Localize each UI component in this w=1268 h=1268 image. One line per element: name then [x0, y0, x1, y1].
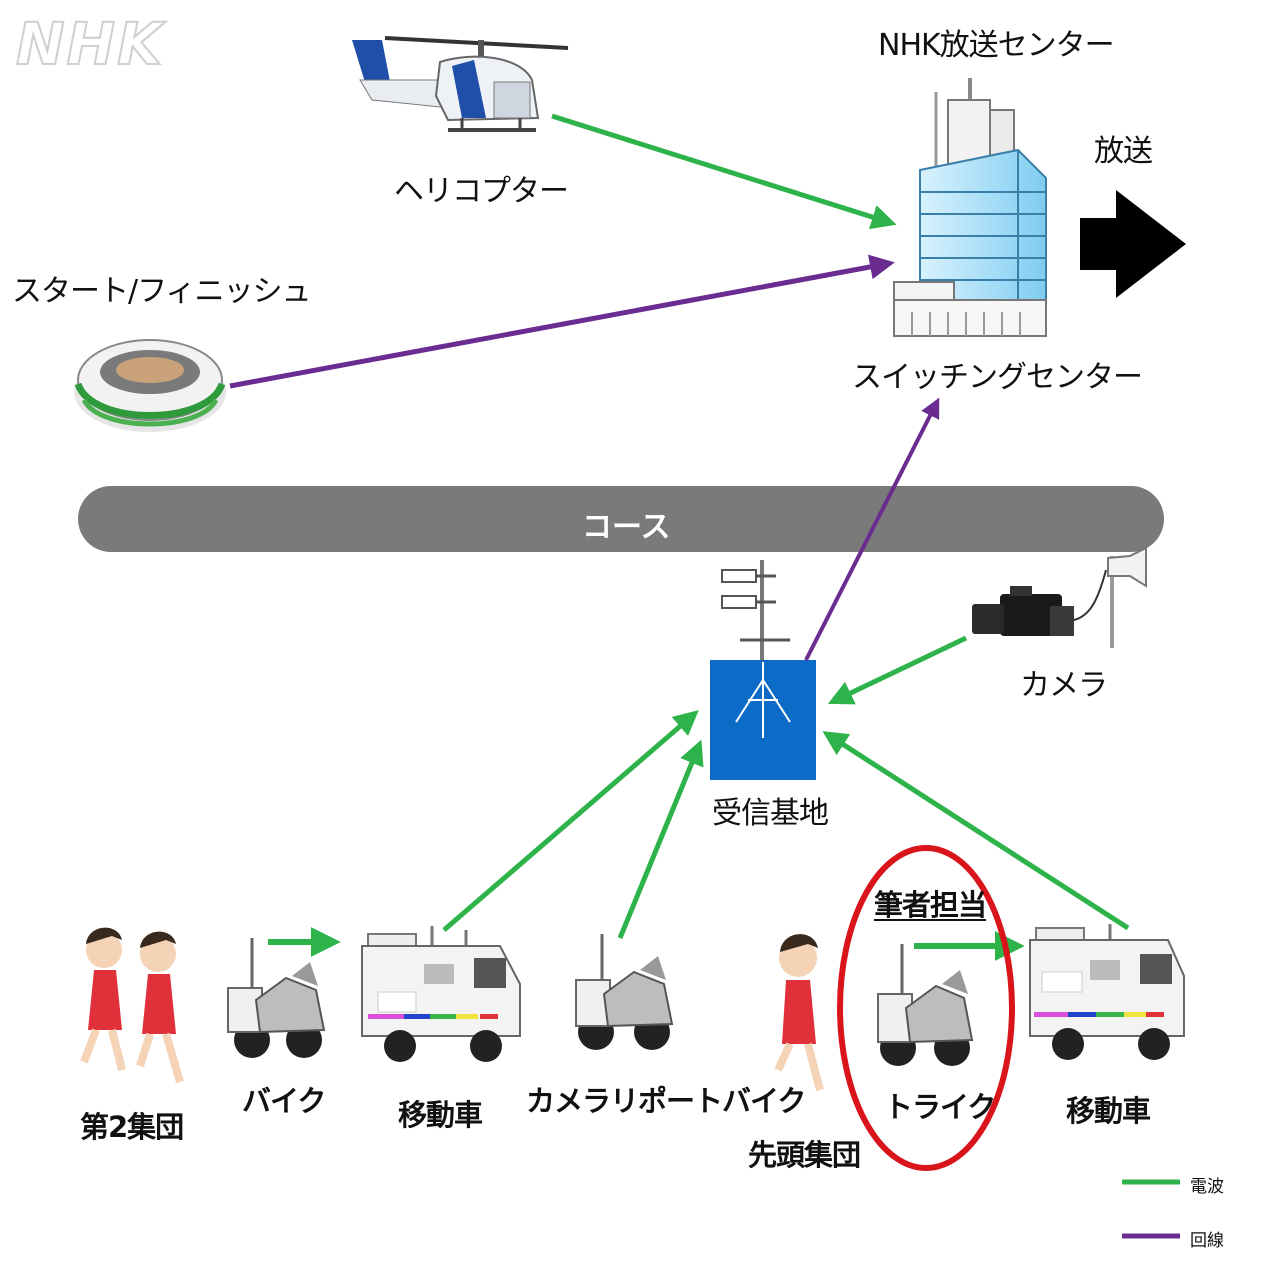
label-start-finish: スタート/フィニッシュ	[12, 274, 312, 309]
tripod-icon	[735, 662, 791, 738]
label-broadcast: 放送	[1094, 134, 1153, 169]
van-icon	[1029, 924, 1185, 1060]
van-icon	[361, 926, 521, 1062]
nhk-logo: NHK	[15, 9, 165, 79]
label-helicopter: ヘリコプター	[394, 174, 569, 209]
arrow-camera-to-base	[827, 635, 968, 705]
helicopter-icon	[352, 36, 569, 132]
label-course: コース	[582, 510, 671, 545]
arrow-stadium-to-center	[229, 254, 895, 389]
label-nhk-center: NHK放送センター	[878, 28, 1115, 63]
course-bar	[78, 486, 1164, 552]
label-second-group: 第2集団	[80, 1110, 184, 1144]
arrow-helicopter-to-center	[551, 113, 897, 230]
legend-line-label: 回線	[1190, 1231, 1224, 1251]
runner-icon	[80, 927, 126, 1071]
label-switching-center: スイッチングセンター	[852, 360, 1143, 395]
antenna-icon	[721, 560, 790, 660]
label-camera: カメラ	[1020, 668, 1108, 703]
label-mobile-car-1: 移動車	[398, 1098, 483, 1132]
arrow-base-to-center	[804, 397, 940, 661]
label-receiving-base: 受信基地	[712, 796, 829, 831]
connection-arrows	[229, 113, 1130, 961]
label-mobile-car-2: 移動車	[1066, 1094, 1151, 1128]
motorbike-icon	[227, 938, 326, 1058]
broadcast-arrow-icon	[1080, 190, 1186, 298]
highlight-circle	[837, 845, 1015, 1171]
label-camera-report-bike: カメラリポートバイク	[526, 1084, 806, 1118]
motorbike-icon	[575, 934, 674, 1050]
label-lead-group: 先頭集団	[748, 1138, 861, 1172]
label-trike: トライク	[884, 1090, 996, 1124]
label-author-in-charge: 筆者担当	[874, 888, 987, 922]
stadium-icon	[74, 339, 226, 432]
label-bike: バイク	[242, 1084, 326, 1118]
legend-radio-label: 電波	[1190, 1177, 1224, 1197]
arrow-car2-to-base	[822, 731, 1130, 931]
tv-camera-icon	[972, 546, 1147, 648]
arrow-car1-to-base	[442, 710, 699, 932]
arrow-reportbike-to-base	[617, 739, 704, 939]
runner-icon	[774, 934, 824, 1092]
motorbike-icon	[877, 944, 974, 1066]
runner-icon	[136, 931, 184, 1084]
building-icon	[893, 78, 1047, 337]
